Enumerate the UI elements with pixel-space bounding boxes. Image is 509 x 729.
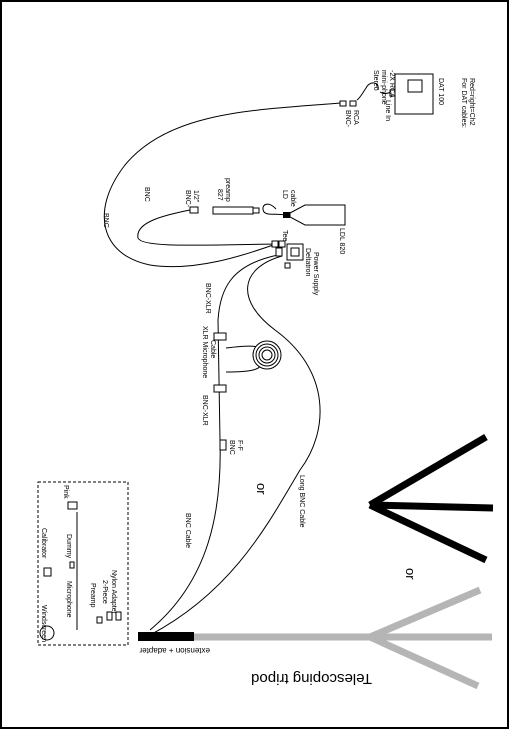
stereo-cable (356, 82, 379, 101)
label-dat-100: DAT 100 (437, 78, 444, 105)
calibrator-item (43, 567, 52, 577)
black-tripod (368, 433, 494, 564)
label-dat-cables-1: For DAT cables: (460, 78, 467, 128)
label-bnc-ff-1: BNC (228, 440, 235, 455)
accessory-box (37, 481, 129, 646)
preamp-item (96, 616, 103, 624)
label-dummy: Dummy (65, 534, 72, 559)
label-preamp: preamp (224, 178, 231, 202)
label-pink: Pink (62, 485, 69, 499)
label-827: 827 (216, 189, 223, 201)
deltatron-panel (290, 247, 300, 257)
label-two-piece: 2-Piece (101, 580, 108, 604)
windscreen-item (39, 625, 55, 641)
dat-screen (407, 79, 423, 93)
long-bnc-cable (149, 255, 321, 636)
bnc-ff-connector (219, 439, 227, 451)
tee-connector-1 (271, 240, 279, 248)
label-bnc-rca-2: RCA (352, 110, 359, 125)
label-or-1: or (254, 483, 269, 495)
dummy-item (69, 561, 75, 569)
label-extension: extension + adapter (139, 646, 210, 655)
bnc-rca-connector-2 (349, 100, 357, 107)
label-telescoping: Telescoping tripod (251, 670, 372, 687)
pink-item (67, 501, 78, 510)
label-xlr-mic: XLR Microphone (201, 326, 208, 378)
tee-connector-2 (278, 240, 286, 248)
label-power-supply: Power Supply (312, 252, 319, 296)
label-cable: cable (289, 190, 296, 207)
label-dat-cables-2: Red=right=Ch2 (468, 78, 475, 126)
label-line-in: Line In (384, 100, 391, 121)
label-bnc-rca-1: BNC- (344, 110, 351, 128)
label-preamp-item: Preamp (89, 583, 96, 608)
extension-adapter-bar (138, 632, 194, 641)
label-bnc-half-1: BNC- (184, 190, 191, 208)
deltatron-switch (284, 262, 291, 269)
line-in-jack (389, 89, 396, 97)
nylon-adapter-item (115, 611, 122, 621)
ld-cable (262, 203, 286, 216)
label-deltatron: Deltatron (304, 248, 311, 277)
label-bnc-xlr-bottom: BNC-XLR (201, 395, 208, 426)
ldl-connector (283, 212, 290, 218)
two-piece-item (106, 611, 113, 621)
xlr-cable-reel (252, 340, 282, 370)
bnc-cable-preamp (137, 209, 277, 246)
label-two-x-rca: -2X RCA (388, 70, 395, 98)
label-calibrator: Calibrator (40, 528, 47, 559)
label-bnc-xlr-top: BNC-XLR (204, 283, 211, 314)
bnc-rca-connector (339, 100, 347, 107)
label-mini-phone: mini-phone (380, 70, 387, 105)
label-bnc-half-2: 1/2" (192, 190, 199, 203)
label-microphone: Microphone (65, 581, 72, 618)
bnc-half-connector (189, 206, 199, 214)
label-bnc-top: BNC (143, 187, 150, 202)
label-windscreen: Windscreen (40, 605, 47, 642)
tee-body (275, 247, 283, 257)
bnc-xlr-connector-top (213, 332, 227, 341)
label-tee: Tee (281, 230, 288, 241)
preamp-827 (212, 206, 254, 215)
bnc-xlr-connector-bottom (213, 384, 227, 393)
label-long-bnc: Long BNC Cable (298, 475, 305, 528)
gray-tripod (190, 586, 492, 690)
label-xlr-cable: Cable (209, 340, 216, 358)
preamp-tip (252, 207, 260, 214)
label-ldl-820: LDL 820 (338, 228, 345, 254)
label-bnc-ff-2: F-F (236, 440, 243, 451)
bnc-cable-dat (103, 102, 341, 268)
label-nylon: Nylon Adapter (110, 570, 117, 615)
label-ld: LD (281, 190, 288, 199)
label-bnc-cable: BNC Cable (184, 513, 191, 548)
label-or-2: or (403, 568, 418, 580)
label-bnc-left: BNC (102, 213, 109, 228)
label-stereo: Stereo (372, 70, 379, 91)
